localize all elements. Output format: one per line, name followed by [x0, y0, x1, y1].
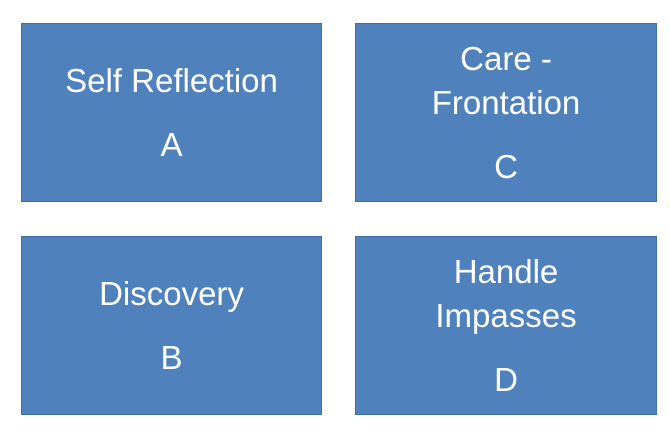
quadrant-box-c: Care - Frontation C: [355, 23, 657, 202]
box-title: Discovery: [99, 274, 244, 312]
quadrant-box-a: Self Reflection A: [21, 23, 322, 202]
box-letter: A: [160, 125, 183, 163]
box-letter: D: [494, 360, 518, 398]
quadrant-box-d: Handle Impasses D: [355, 236, 657, 415]
box-title: Handle Impasses: [435, 252, 577, 334]
box-letter: B: [160, 338, 183, 376]
box-letter: C: [494, 147, 518, 185]
quadrant-box-b: Discovery B: [21, 236, 322, 415]
box-title: Care - Frontation: [431, 39, 581, 121]
box-title: Self Reflection: [65, 61, 278, 99]
